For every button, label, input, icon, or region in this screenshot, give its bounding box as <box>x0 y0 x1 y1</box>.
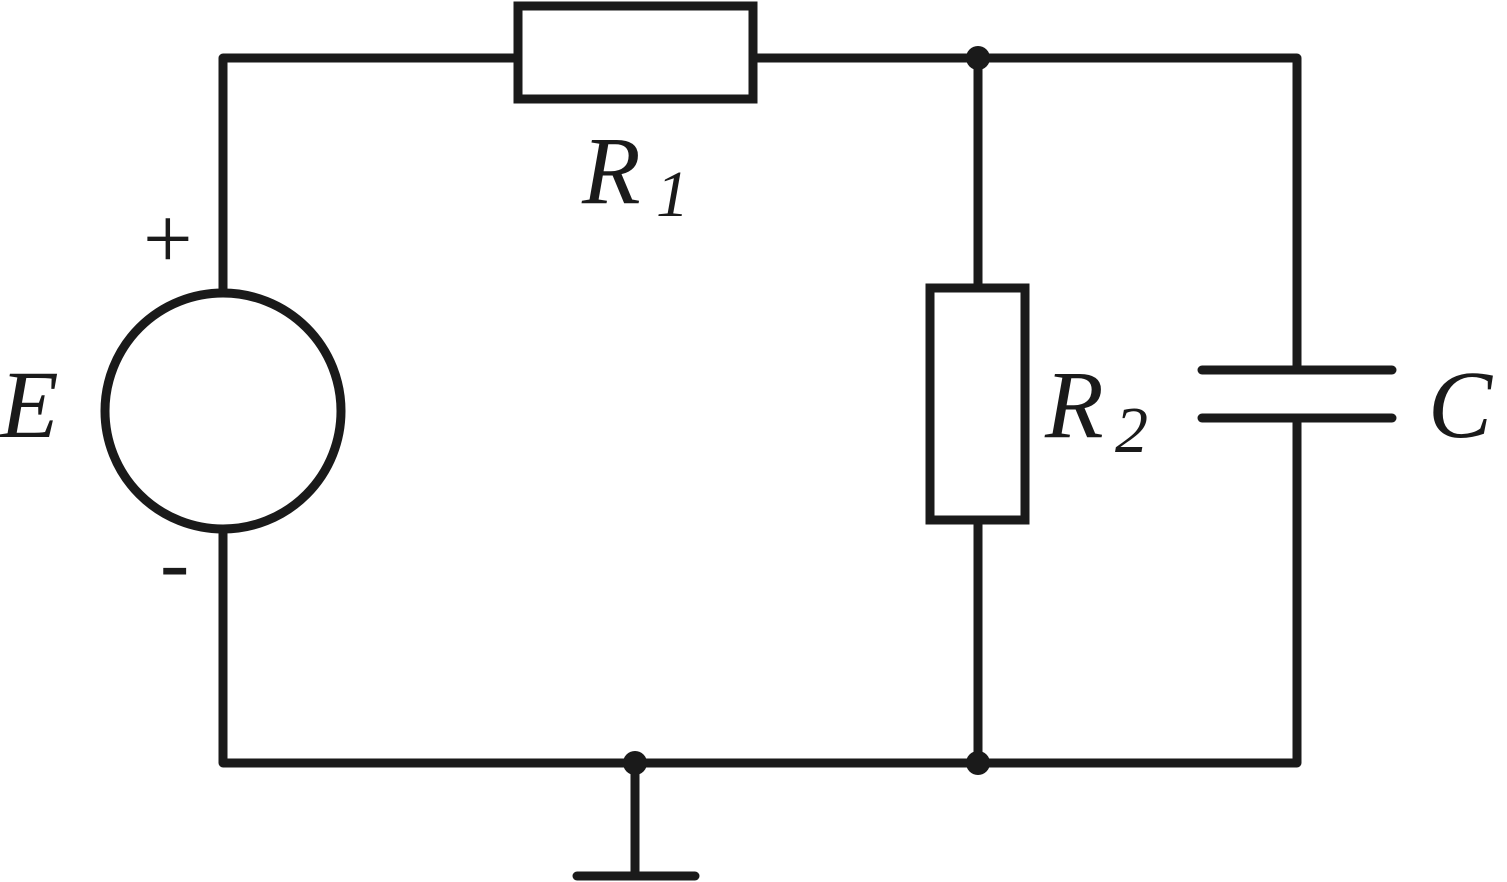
label-capacitor: C <box>1428 351 1493 458</box>
label-r2: R <box>1044 351 1104 458</box>
junction-node-bottom <box>966 751 990 775</box>
label-r1-subscript: 1 <box>656 158 689 231</box>
label-r2-subscript: 2 <box>1115 394 1148 467</box>
wire-left-top <box>218 53 523 298</box>
wire-bottom-right <box>973 413 1302 768</box>
resistor-r2 <box>925 283 1030 525</box>
wire-left-bottom <box>218 525 983 768</box>
label-r1: R <box>581 117 641 224</box>
junction-node-top <box>966 46 990 70</box>
junction-node-ground <box>623 751 647 775</box>
label-plus: + <box>143 191 193 288</box>
label-source: E <box>0 351 59 458</box>
voltage-source-e <box>100 288 346 534</box>
resistor-r1 <box>513 1 758 104</box>
wire-top-right <box>748 53 1302 375</box>
label-minus: - <box>160 515 189 612</box>
